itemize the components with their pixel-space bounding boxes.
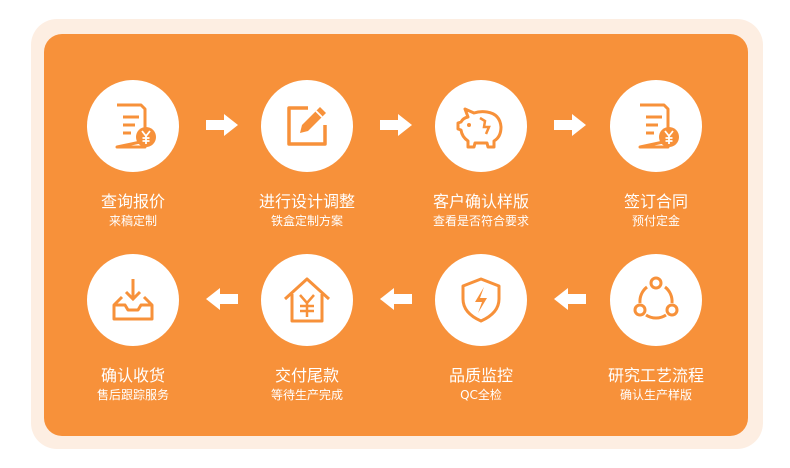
step-title: 进行设计调整 xyxy=(258,192,355,211)
arrow-left-icon xyxy=(554,288,586,310)
step-confirm-sample: 客户确认样版 查看是否符合要求 xyxy=(406,80,556,229)
arrow-right-icon xyxy=(380,114,412,136)
step-title: 研究工艺流程 xyxy=(607,366,704,385)
step-final-payment: 交付尾款 等待生产完成 xyxy=(232,254,382,403)
step-circle xyxy=(435,80,527,172)
step-circle xyxy=(87,80,179,172)
step-circle xyxy=(610,80,702,172)
edit-pencil-icon xyxy=(287,106,327,146)
step-subtitle: 等待生产完成 xyxy=(270,388,343,402)
step-title: 客户确认样版 xyxy=(432,192,529,211)
step-subtitle: 售后跟踪服务 xyxy=(96,388,169,402)
step-title: 品质监控 xyxy=(448,366,513,385)
piggy-bank-icon xyxy=(456,107,503,149)
step-sign-contract: 签订合同 预付定金 xyxy=(581,80,731,229)
step-title: 签订合同 xyxy=(623,192,688,211)
step-circle xyxy=(261,80,353,172)
network-triangle-icon xyxy=(633,276,679,320)
arrow-left-icon xyxy=(206,288,238,310)
step-design-adjust: 进行设计调整 铁盒定制方案 xyxy=(232,80,382,229)
arrow-right-icon xyxy=(554,114,586,136)
step-research-process: 研究工艺流程 确认生产样版 xyxy=(581,254,731,403)
step-subtitle: 铁盒定制方案 xyxy=(270,214,343,228)
inbox-download-icon xyxy=(112,279,154,321)
step-subtitle: 查看是否符合要求 xyxy=(432,214,529,228)
step-subtitle: 预付定金 xyxy=(631,214,680,228)
step-circle xyxy=(261,254,353,346)
step-title: 查询报价 xyxy=(100,192,165,211)
step-circle xyxy=(435,254,527,346)
receipt-yen-icon xyxy=(638,103,679,149)
step-subtitle: QC全检 xyxy=(460,388,502,402)
step-subtitle: 确认生产样版 xyxy=(619,388,692,402)
arrow-right-icon xyxy=(206,114,238,136)
step-title: 确认收货 xyxy=(100,366,165,385)
arrow-left-icon xyxy=(380,288,412,310)
house-yen-icon xyxy=(283,277,331,323)
step-confirm-receipt: 确认收货 售后跟踪服务 xyxy=(58,254,208,403)
step-circle xyxy=(610,254,702,346)
step-title: 交付尾款 xyxy=(274,366,339,385)
step-query-quote: 查询报价 来稿定制 xyxy=(58,80,208,229)
shield-lightning-icon xyxy=(461,277,501,323)
step-quality-control: 品质监控 QC全检 xyxy=(406,254,556,403)
step-subtitle: 来稿定制 xyxy=(108,214,157,228)
receipt-yen-icon xyxy=(115,103,156,149)
step-circle xyxy=(87,254,179,346)
